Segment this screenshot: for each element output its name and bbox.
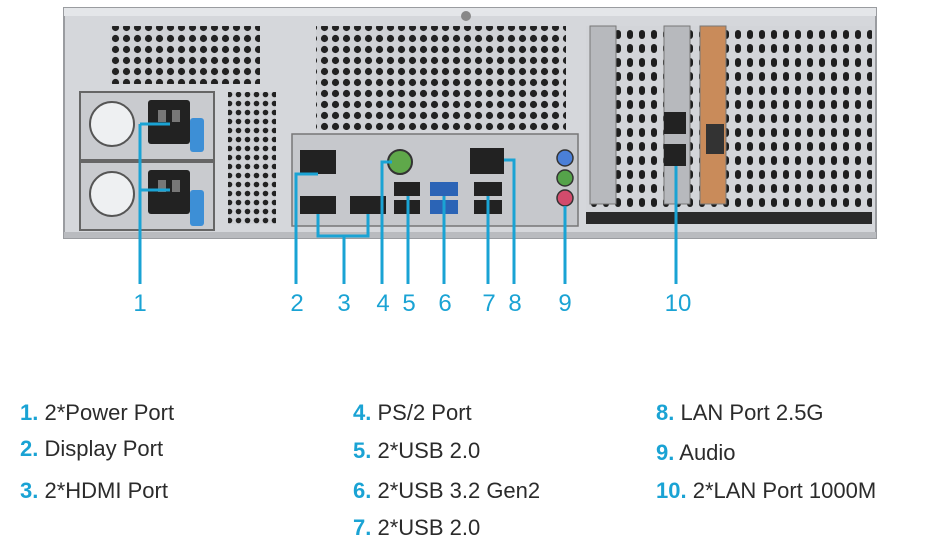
legend-item-1: 1. 2*Power Port [20, 400, 174, 426]
vent-grille-center [316, 26, 566, 130]
hdmi-port-icon [300, 196, 336, 214]
legend-label: 2*Power Port [44, 400, 175, 425]
legend-num: 5. [353, 438, 372, 463]
legend-label: 2*HDMI Port [44, 478, 168, 503]
legend-label: PS/2 Port [377, 400, 472, 425]
legend-num: 7. [353, 515, 372, 540]
vent-grille-left [110, 26, 260, 84]
legend-item-6: 6. 2*USB 3.2 Gen2 [353, 478, 540, 504]
power-port-icon [148, 170, 190, 214]
leader-line-2 [294, 172, 318, 284]
legend-num: 4. [353, 400, 372, 425]
vent-grille-psu [228, 92, 276, 224]
usb-port-icon [394, 182, 420, 196]
callout-5: 5 [402, 290, 415, 317]
legend-label: 2*LAN Port 1000M [692, 478, 877, 503]
legend-item-3: 3. 2*HDMI Port [20, 478, 168, 504]
screw-icon [461, 11, 471, 21]
legend-label: Audio [679, 440, 736, 465]
callout-10: 10 [665, 290, 692, 317]
io-shield [291, 133, 579, 227]
legend-num: 8. [656, 400, 675, 425]
callout-9: 9 [558, 290, 571, 317]
audio-jack-icon [556, 189, 574, 207]
legend-item-4: 4. PS/2 Port [353, 400, 472, 426]
psu-bottom [79, 161, 215, 231]
legend-num: 9. [656, 440, 675, 465]
callout-6: 6 [438, 290, 451, 317]
power-port-icon [148, 100, 190, 144]
legend-num: 3. [20, 478, 39, 503]
lan-port-icon [664, 112, 686, 134]
displayport-icon [300, 150, 336, 174]
audio-jack-icon [556, 169, 574, 187]
legend-num: 1. [20, 400, 39, 425]
leader-lines [138, 122, 678, 284]
legend-item-7: 7. 2*USB 2.0 [353, 515, 480, 541]
leader-line-8 [504, 158, 516, 284]
legend-label: 2*USB 3.2 Gen2 [377, 478, 541, 503]
legend-label: Display Port [44, 436, 164, 461]
audio-jack-icon [556, 149, 574, 167]
legend-num: 10. [656, 478, 687, 503]
legend-item-10: 10. 2*LAN Port 1000M [656, 478, 876, 504]
legend-item-8: 8. LAN Port 2.5G [656, 400, 824, 426]
legend-label: 2*USB 2.0 [377, 438, 481, 463]
psu-top [79, 91, 215, 161]
callout-4: 4 [376, 290, 389, 317]
psu-handle [190, 118, 204, 152]
lan-port-icon [470, 148, 504, 174]
legend-num: 6. [353, 478, 372, 503]
hdmi-port-icon [350, 196, 386, 214]
callout-2: 2 [290, 290, 303, 317]
usb3-port-icon [430, 182, 458, 196]
legend-label: 2*USB 2.0 [377, 515, 481, 540]
usb-port-icon [474, 182, 502, 196]
legend-item-2: 2. Display Port [20, 436, 163, 462]
callout-3: 3 [337, 290, 350, 317]
lan-port-icon [664, 144, 686, 166]
expansion-slots [586, 25, 872, 224]
callout-1: 1 [133, 290, 146, 317]
legend-item-5: 5. 2*USB 2.0 [353, 438, 480, 464]
callout-7: 7 [482, 290, 495, 317]
leader-line-4 [380, 160, 392, 284]
legend-label: LAN Port 2.5G [680, 400, 824, 425]
callout-8: 8 [508, 290, 521, 317]
psu-handle [190, 190, 204, 226]
legend-num: 2. [20, 436, 39, 461]
server-rear-diagram: 1 2 3 4 5 6 7 8 9 10 [63, 7, 877, 317]
legend-item-9: 9. Audio [656, 440, 736, 466]
